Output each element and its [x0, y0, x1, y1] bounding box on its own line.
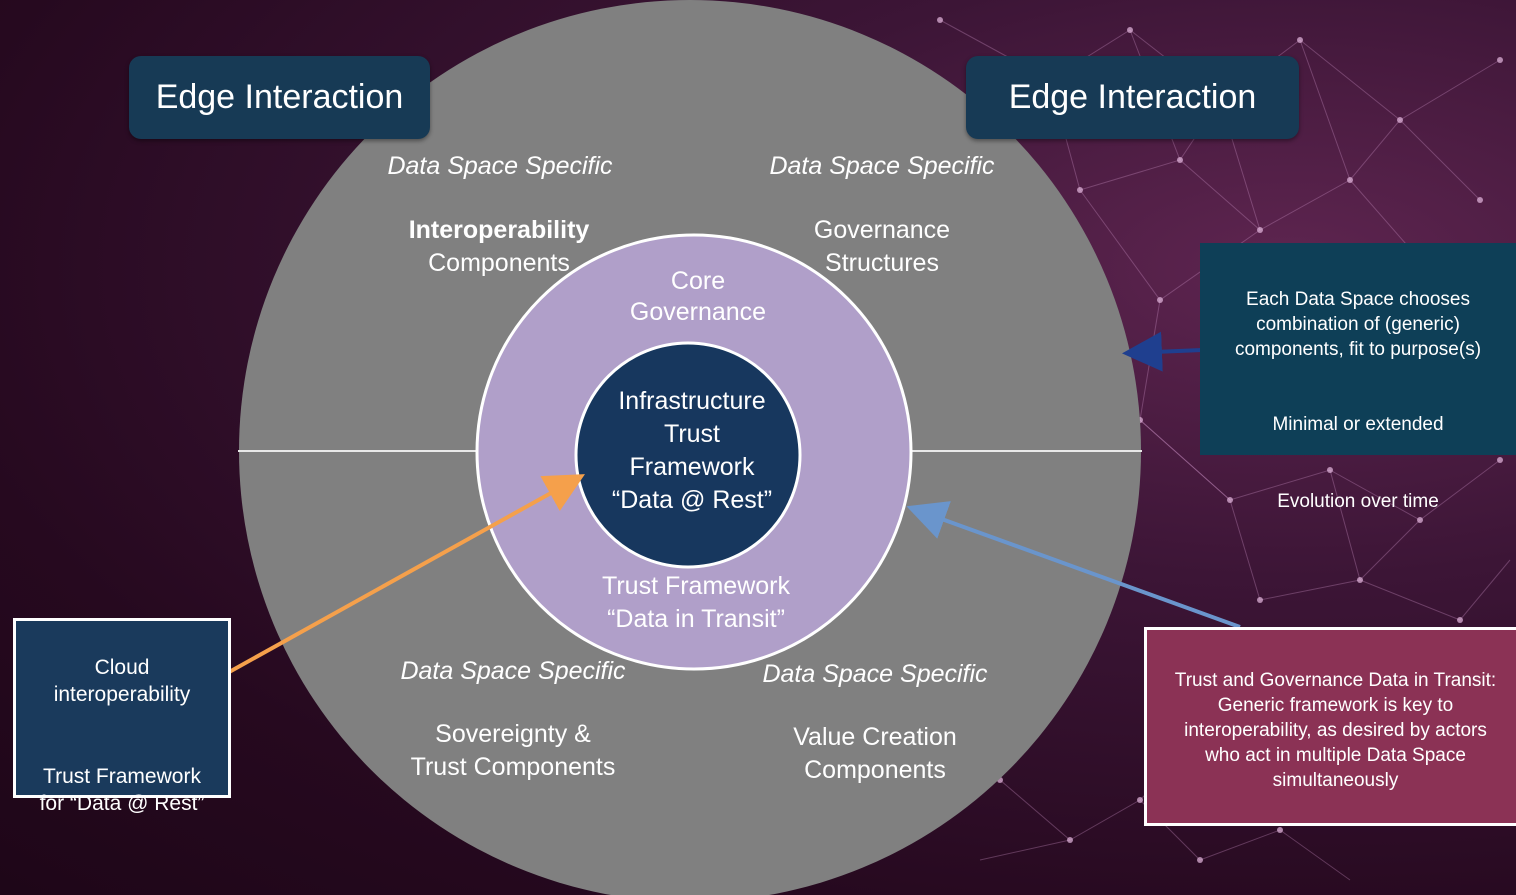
quadrant-top-left-title: Interoperability — [408, 216, 590, 244]
quadrant-bottom-left-label: Data Space Specific — [400, 657, 626, 685]
core-circle — [574, 341, 802, 569]
callout-data-space-choices: Each Data Space chooses combination of (… — [1200, 243, 1516, 512]
center-label: Infrastructure Trust Framework “Data @ R… — [611, 387, 773, 514]
blue-arrow — [906, 501, 1241, 629]
callout-cloud-text2: Trust Framework for “Data @ Rest” — [39, 765, 205, 815]
quadrant-bottom-left-title: Sovereignty & Trust Components — [410, 720, 616, 781]
callout-cloud-text1: Cloud interoperability — [53, 656, 191, 706]
quadrant-bottom-right-title: Value Creation Components — [793, 723, 957, 784]
quadrant-top-right-title: Governance Structures — [813, 216, 951, 277]
callout-trust-governance-transit: Trust and Governance Data in Transit: Ge… — [1144, 627, 1516, 826]
callout-cloud-interoperability: Cloud interoperability Trust Framework f… — [13, 618, 231, 815]
quadrant-bottom-right-label: Data Space Specific — [762, 660, 988, 688]
edge-interaction-right: Edge Interaction — [966, 56, 1299, 139]
quadrant-top-left-label: Data Space Specific — [387, 152, 613, 180]
quadrant-top-left-subtitle: Components — [428, 249, 570, 277]
callout-data-space-choices-text2: Minimal or extended — [1272, 414, 1444, 435]
callout-data-space-choices-text1: Each Data Space chooses combination of (… — [1234, 289, 1482, 360]
orange-arrow — [221, 474, 585, 678]
edge-interaction-left: Edge Interaction — [129, 56, 430, 139]
callout-data-space-choices-text3: Evolution over time — [1277, 491, 1439, 512]
navy-arrow — [1122, 331, 1203, 372]
trust-transit-label: Trust Framework “Data in Transit” — [602, 572, 790, 633]
quadrant-top-right-label: Data Space Specific — [769, 152, 995, 180]
core-governance-label: Core Governance — [629, 267, 767, 326]
